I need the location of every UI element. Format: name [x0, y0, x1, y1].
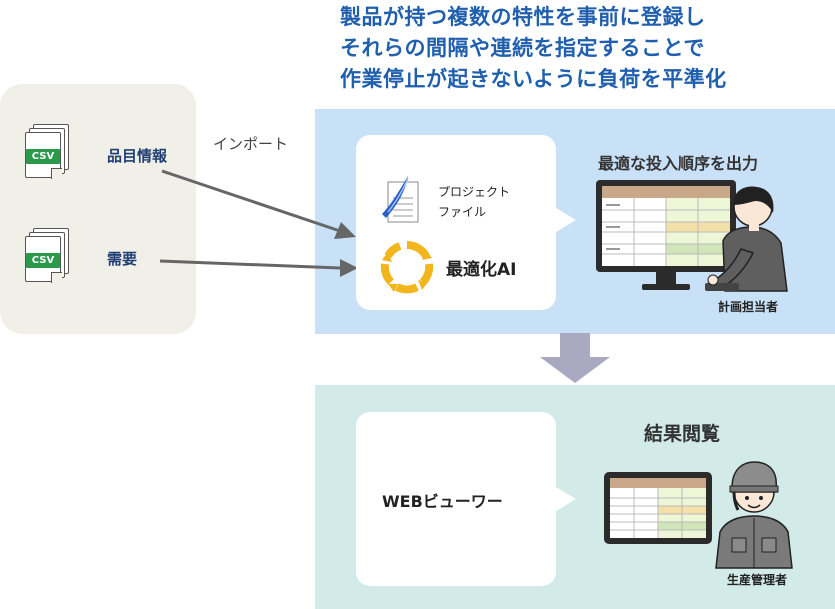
csv-tag: CSV	[26, 149, 60, 164]
arrowhead	[340, 259, 358, 277]
planner-person-label: 計画担当者	[718, 300, 779, 314]
headline: 製品が持つ複数の特性を事前に登録し それらの間隔や連続を指定することで 作業停止…	[340, 2, 830, 95]
tablet-icon	[604, 472, 712, 544]
arrowhead	[334, 222, 356, 239]
import-arrow-demand	[159, 259, 341, 270]
optimizer-label: 最適化AI	[446, 260, 517, 280]
result-section-title: 結果閲覧	[644, 423, 721, 445]
planner-caption: 最適な投入順序を出力	[598, 154, 759, 173]
web-viewer-label: WEBビューワー	[382, 492, 503, 511]
import-arrow-item-info	[161, 169, 341, 233]
planner-person-icon	[705, 186, 788, 292]
bubble-tail	[556, 487, 576, 511]
manager-person-icon	[715, 461, 793, 569]
bubble-tail	[556, 208, 576, 232]
import-label: インポート	[213, 135, 289, 153]
monitor-icon	[596, 180, 736, 290]
input-label-demand: 需要	[107, 250, 138, 268]
headline-line-2: それらの間隔や連続を指定することで	[340, 36, 705, 60]
input-label-item-info: 品目情報	[107, 147, 168, 165]
manager-person-label: 生産管理者	[727, 573, 788, 587]
csv-file-icon: CSV	[24, 124, 69, 180]
project-file-label-line-2: ファイル	[438, 205, 487, 219]
project-file-icon	[382, 176, 419, 223]
optimizer-cycle-icon	[380, 241, 434, 294]
flow-down-arrow	[540, 333, 610, 383]
headline-line-3: 作業停止が起きないように負荷を平準化	[340, 67, 727, 91]
project-file-label-line-1: プロジェクト	[438, 185, 511, 199]
headline-line-1: 製品が持つ複数の特性を事前に登録し	[340, 5, 706, 29]
viewer-bubble	[356, 412, 556, 586]
input-files-panel	[0, 84, 196, 334]
csv-file-icon: CSV	[24, 228, 69, 284]
csv-tag: CSV	[26, 253, 60, 268]
